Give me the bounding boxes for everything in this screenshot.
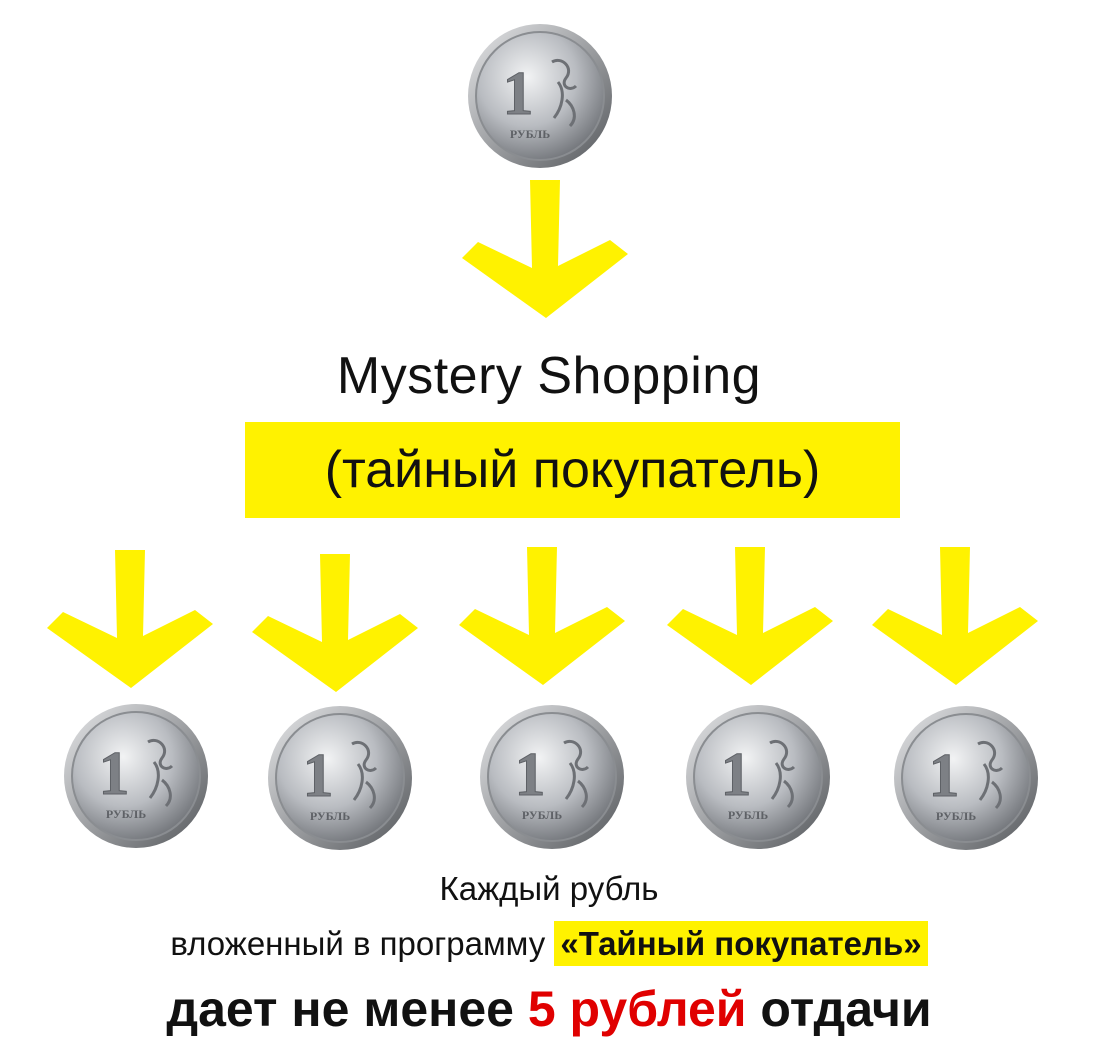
coin-value: 1 [99, 740, 130, 808]
coin: 1 РУБЛЬ [268, 706, 412, 850]
down-arrow-icon [459, 547, 625, 685]
page-title: Mystery Shopping [336, 347, 762, 405]
coin-label: РУБЛЬ [728, 808, 768, 822]
caption-line-3: дает не менее 5 рублей отдачи [0, 980, 1098, 1038]
coin-label: РУБЛЬ [510, 127, 550, 141]
coin-value: 1 [503, 60, 534, 128]
caption-line-3-prefix: дает не менее [166, 981, 528, 1037]
coin: 1 РУБЛЬ [480, 705, 624, 849]
coin-value: 1 [303, 742, 334, 810]
coin-value: 1 [929, 742, 960, 810]
caption-line-1: Каждый рубль [439, 870, 659, 907]
coin-label: РУБЛЬ [106, 807, 146, 821]
caption-return-amount: 5 рублей [527, 981, 747, 1037]
coin-label: РУБЛЬ [522, 808, 562, 822]
caption-line-2: вложенный в программу «Тайный покупатель… [0, 921, 1098, 966]
down-arrow-icon [462, 180, 628, 318]
caption-line-2-prefix: вложенный в программу [170, 925, 555, 962]
top-coin: 1 РУБЛЬ [468, 24, 612, 168]
down-arrow-icon [47, 550, 213, 688]
coin-label: РУБЛЬ [310, 809, 350, 823]
coin: 1 РУБЛЬ [686, 705, 830, 849]
caption-program-highlight: «Тайный покупатель» [554, 921, 928, 966]
subtitle-text: (тайный покупатель) [324, 441, 821, 499]
coin-value: 1 [515, 741, 546, 809]
coin-value: 1 [721, 741, 752, 809]
down-arrow-icon [252, 554, 418, 692]
coin: 1 РУБЛЬ [64, 704, 208, 848]
subtitle-highlight: (тайный покупатель) [245, 422, 900, 518]
caption-line-3-suffix: отдачи [746, 981, 932, 1037]
down-arrow-icon [872, 547, 1038, 685]
coin-label: РУБЛЬ [936, 809, 976, 823]
coin: 1 РУБЛЬ [894, 706, 1038, 850]
down-arrow-icon [667, 547, 833, 685]
